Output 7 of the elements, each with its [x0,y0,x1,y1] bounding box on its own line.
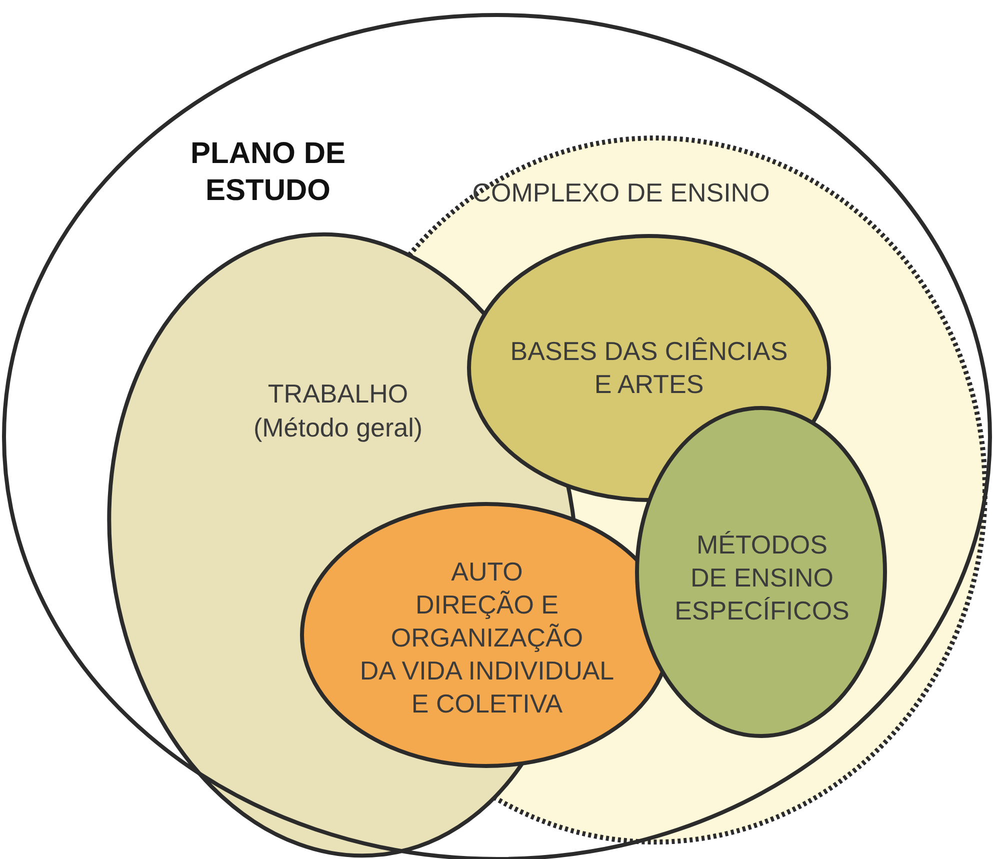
ellipse-subtitle: (Método geral) [253,412,423,444]
ellipse-label: COMPLEXO DE ENSINO [472,176,770,210]
ellipse-label: BASES DAS CIÊNCIAS E ARTES [510,335,788,401]
ellipse-label: TRABALHO [268,378,408,410]
ellipse-label: PLANO DE ESTUDO [190,136,346,209]
ellipse-label: AUTO DIREÇÃO E ORGANIZAÇÃO DA VIDA INDIVIDUAL E COLETIVA [360,556,614,720]
ellipse-label: MÉTODOS DE ENSINO ESPECÍFICOS [674,528,850,628]
